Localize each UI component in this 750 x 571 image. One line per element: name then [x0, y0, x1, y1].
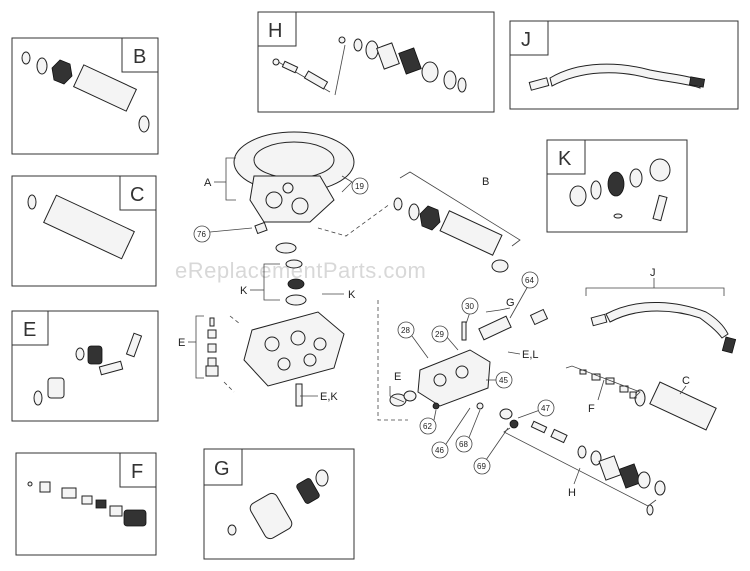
callout-letters: A B K K E E,K G E,L J C E F H — [178, 176, 690, 499]
bubble-64: 64 — [521, 271, 539, 289]
callout-e: E — [178, 337, 185, 349]
callout-j: J — [650, 267, 656, 279]
panel-k: K — [546, 139, 688, 233]
panel-k-parts — [569, 158, 671, 222]
panel-g-parts — [227, 469, 329, 540]
panel-g-frame — [203, 448, 355, 560]
pump-head-assembly — [233, 131, 355, 235]
bubble-30: 30 — [461, 297, 479, 315]
bubble-45: 45 — [495, 371, 513, 389]
panel-b-parts — [21, 51, 150, 133]
callout-ek: E,K — [320, 391, 338, 403]
panel-g: G — [203, 448, 355, 560]
svg-text:62: 62 — [423, 422, 432, 431]
panel-j-parts — [528, 63, 706, 91]
part-number-bubbles: 19 76 28 29 30 64 45 47 — [193, 177, 555, 475]
panel-e-tab — [11, 310, 49, 346]
callout-a: A — [204, 177, 212, 189]
callout-k1: K — [240, 285, 248, 297]
bubble-47: 47 — [537, 399, 555, 417]
svg-text:69: 69 — [477, 462, 486, 471]
callout-g: G — [506, 297, 515, 309]
panel-k-tab — [546, 139, 586, 175]
panel-h-letter: H — [268, 20, 282, 42]
panel-c: C — [11, 175, 157, 287]
callout-h: H — [568, 487, 576, 499]
j-exploded — [590, 301, 737, 354]
callout-k2: K — [348, 289, 356, 301]
bubble-29: 29 — [431, 325, 449, 343]
svg-text:76: 76 — [197, 230, 206, 239]
panel-e: E — [11, 310, 159, 422]
e-stack — [205, 317, 219, 377]
callout-f: F — [588, 403, 595, 415]
panel-j-frame — [509, 20, 739, 110]
svg-text:64: 64 — [525, 276, 534, 285]
panel-c-frame — [11, 175, 157, 287]
seal-stack — [275, 242, 307, 306]
panel-f: F — [15, 452, 157, 556]
panel-c-letter: C — [130, 184, 144, 206]
svg-text:19: 19 — [355, 182, 364, 191]
svg-text:30: 30 — [465, 302, 474, 311]
callout-el: E,L — [522, 349, 539, 361]
panel-b: B — [11, 37, 159, 155]
panel-b-frame — [11, 37, 159, 155]
leader-lines — [188, 157, 725, 507]
manifold-assembly — [243, 311, 345, 407]
bubble-19: 19 — [351, 177, 369, 195]
f-exploded — [579, 369, 637, 399]
bubble-62: 62 — [419, 417, 437, 435]
callout-b: B — [482, 176, 489, 188]
panel-e-parts — [33, 332, 143, 406]
panel-g-tab — [203, 448, 243, 486]
svg-text:28: 28 — [401, 326, 410, 335]
panel-f-letter: F — [131, 461, 143, 483]
panel-h: H — [257, 11, 495, 113]
panel-e-frame — [11, 310, 159, 422]
panel-g-letter: G — [214, 458, 230, 480]
c-exploded — [634, 381, 717, 431]
panel-f-parts — [27, 481, 147, 527]
panel-b-tab — [121, 37, 159, 73]
bubble-76: 76 — [193, 225, 211, 243]
panel-b-letter: B — [133, 46, 146, 68]
svg-text:46: 46 — [435, 446, 444, 455]
panel-j-letter: J — [521, 29, 531, 51]
bubble-28: 28 — [397, 321, 415, 339]
h-exploded — [530, 420, 666, 516]
svg-text:45: 45 — [499, 376, 508, 385]
panel-h-parts — [272, 36, 467, 96]
panel-k-frame — [546, 139, 688, 233]
bubble-68: 68 — [455, 435, 473, 453]
pump-body-right — [389, 308, 549, 429]
svg-text:47: 47 — [541, 404, 550, 413]
panel-j: J — [509, 20, 739, 110]
panel-c-parts — [27, 194, 135, 260]
panel-f-frame — [15, 452, 157, 556]
svg-text:68: 68 — [459, 440, 468, 449]
b-exploded — [393, 197, 509, 273]
panel-e-letter: E — [23, 319, 36, 341]
svg-text:29: 29 — [435, 330, 444, 339]
panel-j-tab — [509, 20, 549, 56]
bubble-69: 69 — [473, 457, 491, 475]
panel-f-tab — [119, 452, 157, 488]
callout-e2: E — [394, 371, 401, 383]
panel-h-frame — [257, 11, 495, 113]
panel-c-tab — [119, 175, 157, 211]
bubble-46: 46 — [431, 441, 449, 459]
callout-c: C — [682, 375, 690, 387]
panel-k-letter: K — [558, 148, 572, 170]
panel-h-tab — [257, 11, 297, 47]
